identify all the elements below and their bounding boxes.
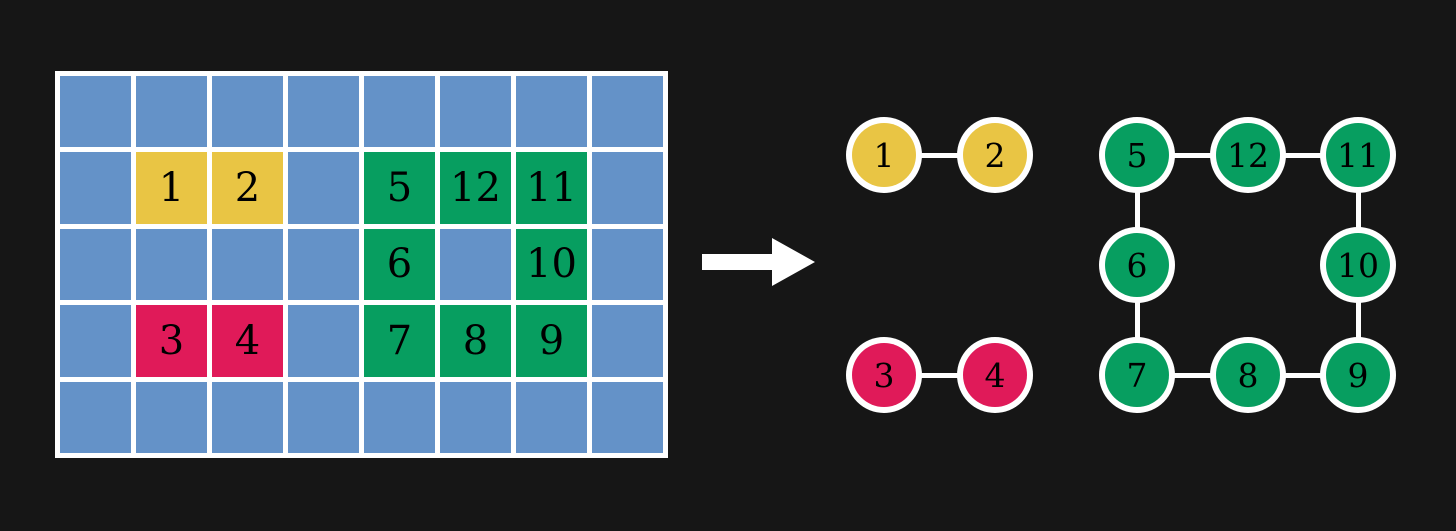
graph-node-label-3: 3 — [852, 343, 916, 407]
graph-node-label-1: 1 — [852, 123, 916, 187]
grid-cell-9[interactable]: 9 — [516, 305, 587, 377]
graph-edge-10-9 — [1355, 301, 1361, 339]
grid-cell-empty[interactable] — [212, 228, 283, 301]
graph-node-label-4: 4 — [963, 343, 1027, 407]
grid-cell-empty[interactable] — [364, 381, 435, 453]
graph-node-4[interactable]: 4 — [957, 337, 1033, 413]
graph-node-6[interactable]: 6 — [1099, 227, 1175, 303]
graph-edge-6-7 — [1134, 301, 1140, 339]
graph-edge-8-9 — [1284, 372, 1322, 378]
grid-cell-empty[interactable] — [288, 381, 359, 453]
graph-edge-12-11 — [1284, 152, 1322, 158]
graph-node-2[interactable]: 2 — [957, 117, 1033, 193]
arrow-right-icon — [702, 232, 817, 292]
graph-edge-7-8 — [1173, 372, 1212, 378]
grid-cell-empty[interactable] — [288, 152, 359, 224]
graph-node-label-5: 5 — [1105, 123, 1169, 187]
grid-cell-empty[interactable] — [288, 76, 359, 148]
grid-cell-3[interactable]: 3 — [136, 305, 207, 377]
grid-cell-empty[interactable] — [60, 381, 131, 453]
grid-cell-empty[interactable] — [60, 228, 131, 301]
graph-node-label-11: 11 — [1326, 123, 1390, 187]
grid-cell-empty[interactable] — [440, 76, 511, 148]
graph-node-label-2: 2 — [963, 123, 1027, 187]
graph-edge-5-6 — [1134, 191, 1140, 229]
graph-node-label-7: 7 — [1105, 343, 1169, 407]
grid-cell-empty[interactable] — [592, 305, 663, 377]
grid-cell-empty[interactable] — [364, 76, 435, 148]
grid-cell-6[interactable]: 6 — [364, 228, 435, 301]
grid-cell-5[interactable]: 5 — [364, 152, 435, 224]
graph-node-9[interactable]: 9 — [1320, 337, 1396, 413]
grid-cell-10[interactable]: 10 — [516, 228, 587, 301]
graph-node-label-9: 9 — [1326, 343, 1390, 407]
graph-node-label-12: 12 — [1216, 123, 1280, 187]
graph-node-1[interactable]: 1 — [846, 117, 922, 193]
graph-edge-5-12 — [1173, 152, 1212, 158]
graph-node-10[interactable]: 10 — [1320, 227, 1396, 303]
graph-node-8[interactable]: 8 — [1210, 337, 1286, 413]
grid-cell-empty[interactable] — [212, 381, 283, 453]
grid-cell-empty[interactable] — [136, 228, 207, 301]
grid-cell-empty[interactable] — [60, 76, 131, 148]
grid-cell-empty[interactable] — [592, 381, 663, 453]
grid-cell-8[interactable]: 8 — [440, 305, 511, 377]
grid-cell-empty[interactable] — [60, 305, 131, 377]
grid-cell-7[interactable]: 7 — [364, 305, 435, 377]
grid-cell-empty[interactable] — [516, 381, 587, 453]
graph-node-label-10: 10 — [1326, 233, 1390, 297]
graph-node-7[interactable]: 7 — [1099, 337, 1175, 413]
grid-cell-empty[interactable] — [288, 228, 359, 301]
grid-cell-empty[interactable] — [136, 381, 207, 453]
grid-cell-empty[interactable] — [136, 76, 207, 148]
graph-node-3[interactable]: 3 — [846, 337, 922, 413]
graph-node-label-8: 8 — [1216, 343, 1280, 407]
grid-cell-1[interactable]: 1 — [136, 152, 207, 224]
grid-cell-empty[interactable] — [60, 152, 131, 224]
grid-cell-empty[interactable] — [440, 228, 511, 301]
grid-cell-empty[interactable] — [288, 305, 359, 377]
grid-cell-12[interactable]: 12 — [440, 152, 511, 224]
grid-cell-empty[interactable] — [592, 76, 663, 148]
grid-cell-empty[interactable] — [592, 228, 663, 301]
grid-cell-4[interactable]: 4 — [212, 305, 283, 377]
grid-cell-11[interactable]: 11 — [516, 152, 587, 224]
graph-node-12[interactable]: 12 — [1210, 117, 1286, 193]
graph-edge-3-4 — [920, 372, 959, 378]
graph-node-11[interactable]: 11 — [1320, 117, 1396, 193]
grid-cell-empty[interactable] — [212, 76, 283, 148]
grid-cell-empty[interactable] — [440, 381, 511, 453]
graph-edge-1-2 — [920, 152, 959, 158]
grid-cell-empty[interactable] — [516, 76, 587, 148]
grid-cell-empty[interactable] — [592, 152, 663, 224]
graph-node-label-6: 6 — [1105, 233, 1169, 297]
graph-node-5[interactable]: 5 — [1099, 117, 1175, 193]
graph-edge-11-10 — [1355, 191, 1361, 229]
grid-cell-2[interactable]: 2 — [212, 152, 283, 224]
